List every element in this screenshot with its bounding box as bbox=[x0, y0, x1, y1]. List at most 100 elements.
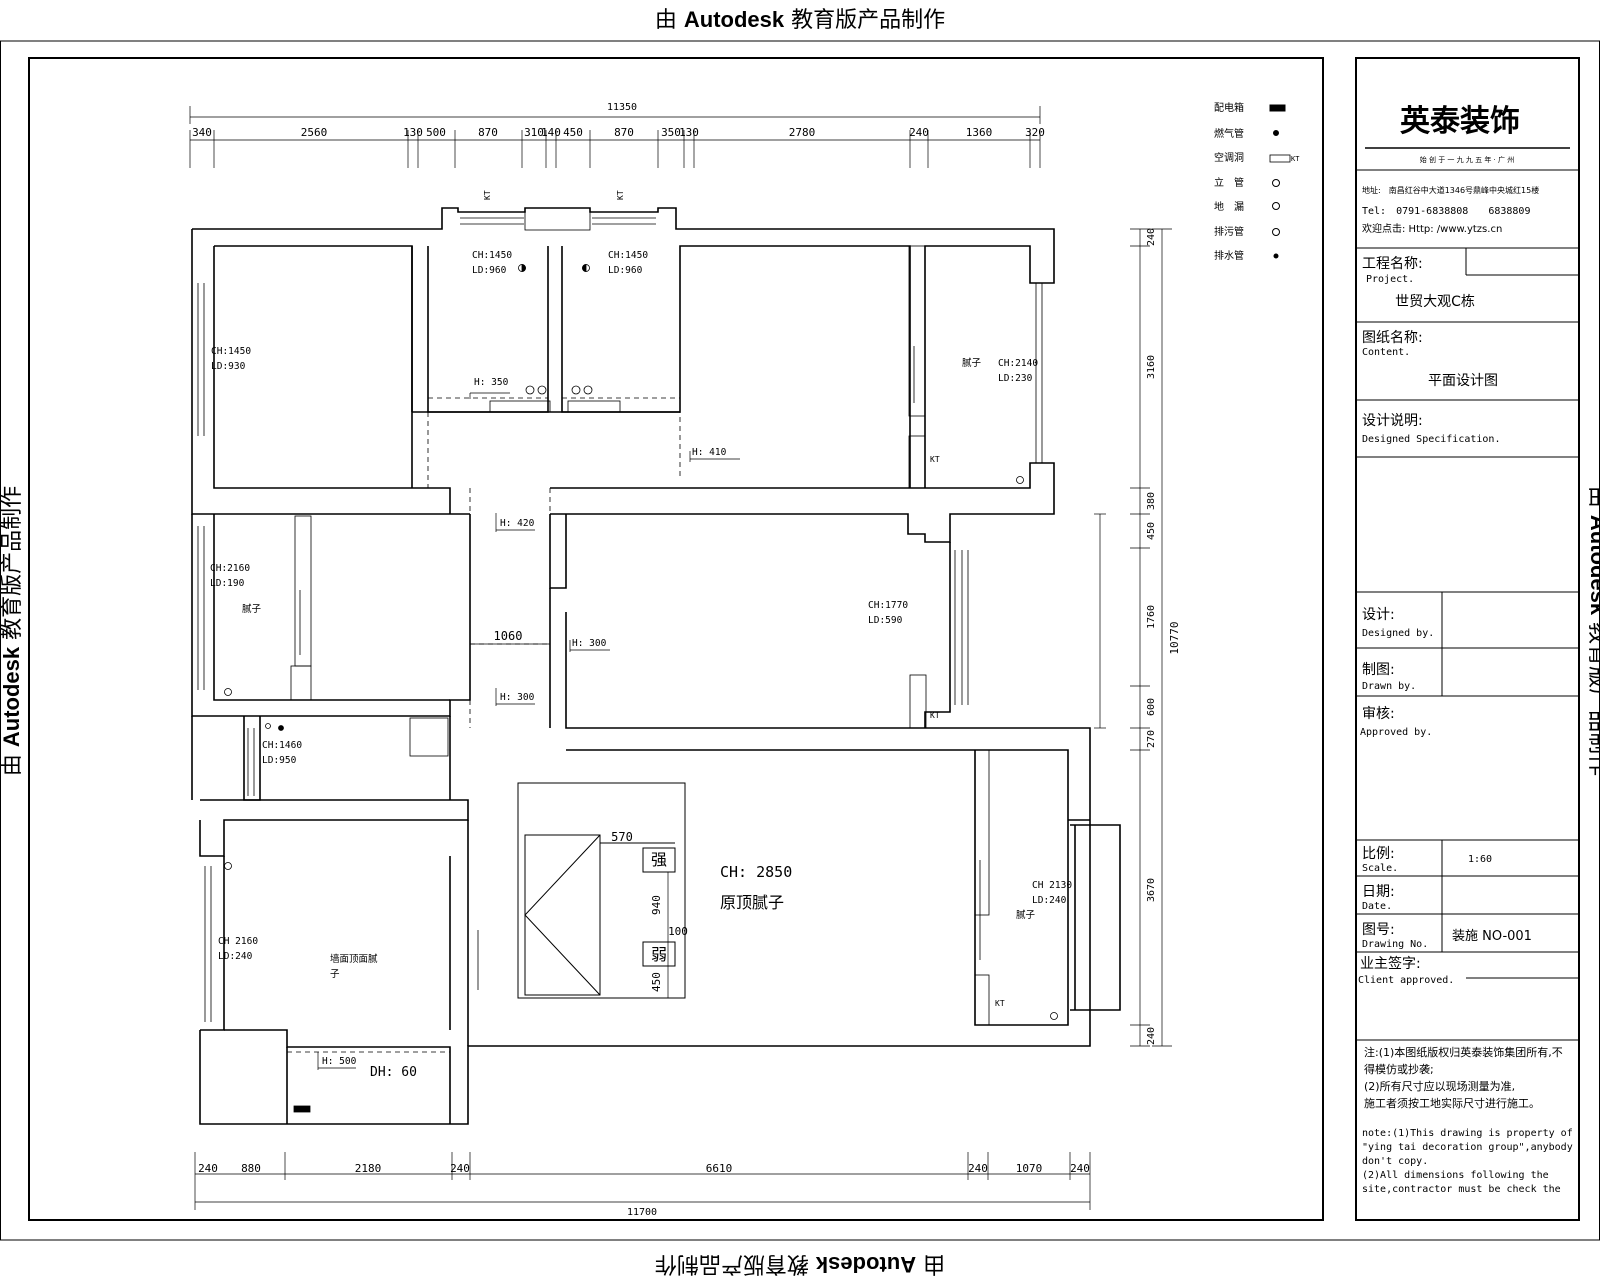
room-label: LD:230 bbox=[998, 373, 1033, 384]
dim-top: 870 bbox=[614, 126, 634, 139]
room-label: LD:950 bbox=[262, 755, 297, 766]
scale-label: 比例: bbox=[1362, 846, 1395, 862]
height-label: H: 350 bbox=[474, 377, 509, 388]
height-label: H: 300 bbox=[572, 638, 607, 649]
room-label: CH:1450 bbox=[211, 346, 251, 357]
dim-top-total: 11350 bbox=[607, 102, 637, 113]
dim-bed-450: 450 bbox=[650, 972, 663, 992]
dimension-lines bbox=[189, 106, 1172, 1210]
room-label: 腻子 bbox=[1016, 910, 1036, 921]
date-label-en: Date. bbox=[1362, 901, 1392, 912]
company-slogan: 始 创 于 一 九 九 五 年 · 广 州 bbox=[1420, 155, 1514, 164]
kt-label: KT bbox=[995, 999, 1005, 1008]
drawing-frame bbox=[28, 57, 1324, 1221]
dim-top: 350 bbox=[661, 126, 681, 139]
scale-value: 1:60 bbox=[1468, 854, 1492, 865]
socket-weak: 弱 bbox=[651, 945, 667, 964]
legend-icons bbox=[1269, 104, 1291, 259]
dim-right: 3160 bbox=[1146, 355, 1157, 379]
note-cn: (2)所有尺寸应以现场测量为准, bbox=[1364, 1079, 1515, 1093]
dim-bottom: 240 bbox=[450, 1162, 470, 1175]
room-label: 腻子 bbox=[242, 604, 262, 615]
ac-hole-icon bbox=[1269, 154, 1291, 163]
gas-pipe-icon bbox=[1273, 130, 1279, 136]
riser-pipe-icon bbox=[1272, 179, 1280, 187]
dim-top: 340 bbox=[192, 126, 212, 139]
dim-bed-940: 940 bbox=[650, 895, 663, 915]
legend-label: 排水管 bbox=[1214, 249, 1244, 262]
room-label: CH:1770 bbox=[868, 600, 908, 611]
dim-bottom-total: 11700 bbox=[627, 1207, 657, 1218]
dim-top: 320 bbox=[1025, 126, 1045, 139]
room-label: CH:1450 bbox=[608, 250, 648, 261]
room-label: 腻子 bbox=[962, 358, 982, 369]
drain-pipe-icon bbox=[1273, 253, 1279, 259]
dim-bed-570: 570 bbox=[611, 830, 633, 844]
dashed-lines bbox=[287, 246, 681, 1053]
note-cn: 得模仿或抄袭; bbox=[1364, 1062, 1434, 1076]
room-label: CH:2160 bbox=[210, 563, 250, 574]
dim-corridor: 1060 bbox=[494, 629, 523, 643]
dim-top: 870 bbox=[478, 126, 498, 139]
watermark-top: 由 Autodesk 教育版产品制作 bbox=[654, 7, 946, 33]
note-cn: 施工者须按工地实际尺寸进行施工。 bbox=[1364, 1096, 1540, 1110]
room-label: LD:960 bbox=[472, 265, 507, 276]
height-markers bbox=[317, 392, 740, 1070]
legend-suffix: KT bbox=[1291, 155, 1300, 163]
dim-top: 130 bbox=[679, 126, 699, 139]
dim-bottom: 2180 bbox=[355, 1162, 382, 1175]
drawing-label-en: Drawing No. bbox=[1362, 939, 1428, 950]
main-room-ch: CH: 2850 bbox=[720, 863, 792, 881]
dim-right: 450 bbox=[1146, 522, 1157, 540]
height-label: H: 300 bbox=[500, 692, 535, 703]
dim-top: 130 bbox=[403, 126, 423, 139]
bed bbox=[517, 782, 686, 999]
room-label: LD:190 bbox=[210, 578, 245, 589]
dim-top: 500 bbox=[426, 126, 446, 139]
height-label: H: 420 bbox=[500, 518, 535, 529]
room-label: CH:2140 bbox=[998, 358, 1038, 369]
content-label: 图纸名称: bbox=[1362, 330, 1423, 346]
sewage-pipe-icon bbox=[1272, 228, 1280, 236]
dim-right: 240 bbox=[1146, 1027, 1157, 1045]
content-label-en: Content. bbox=[1362, 347, 1410, 358]
dim-bottom: 1070 bbox=[1016, 1162, 1043, 1175]
dim-top: 240 bbox=[909, 126, 929, 139]
dim-top: 140 bbox=[541, 126, 561, 139]
title-block-lines bbox=[1356, 147, 1579, 1041]
dim-top: 310 bbox=[524, 126, 544, 139]
kt-label: KT bbox=[930, 711, 940, 720]
spec-label: 设计说明: bbox=[1362, 413, 1423, 429]
dim-right: 270 bbox=[1146, 730, 1157, 748]
company-web: 欢迎点击: Http: /www.ytzs.cn bbox=[1362, 222, 1502, 235]
dim-right-total: 10770 bbox=[1168, 621, 1181, 654]
distribution-box-icon bbox=[1269, 104, 1286, 112]
room-label: CH:1460 bbox=[262, 740, 302, 751]
kt-label: KT bbox=[930, 455, 940, 464]
room-labels: CH:1450LD:930CH:1450LD:960CH:1450LD:960腻… bbox=[210, 250, 1072, 1080]
room-label: LD:930 bbox=[211, 361, 246, 372]
content-value: 平面设计图 bbox=[1428, 373, 1498, 389]
room-label: CH 2130 bbox=[1032, 880, 1072, 891]
legend-label: 燃气管 bbox=[1214, 127, 1244, 140]
scale-label-en: Scale. bbox=[1362, 863, 1398, 874]
drawing-label: 图号: bbox=[1362, 922, 1395, 938]
room-label: 子 bbox=[330, 969, 340, 980]
company-logo: 英泰装饰 bbox=[1400, 104, 1520, 139]
client-label: 业主签字: bbox=[1360, 955, 1421, 972]
note-en: site,contractor must be check the bbox=[1362, 1184, 1561, 1195]
room-label: 墙面顶面腻 bbox=[330, 953, 378, 965]
drawing-value: 装施 NO-001 bbox=[1452, 929, 1532, 944]
outer-frame bbox=[0, 40, 1600, 1241]
windows bbox=[197, 207, 1043, 1113]
dim-top: 450 bbox=[563, 126, 583, 139]
legend-label: 立 管 bbox=[1214, 176, 1244, 189]
notes-en: note:(1)This drawing is property of"ying… bbox=[1362, 1128, 1573, 1195]
dim-right: 600 bbox=[1146, 698, 1157, 716]
socket-strong: 强 bbox=[651, 850, 667, 869]
